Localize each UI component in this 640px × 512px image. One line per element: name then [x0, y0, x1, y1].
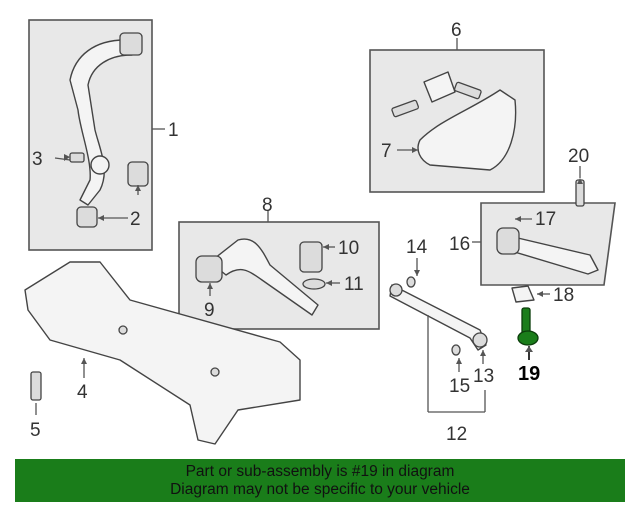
lower-link-bushing-10: [299, 241, 323, 273]
upper-arm-part: [417, 89, 517, 171]
washer-15: [451, 344, 461, 356]
callout-1[interactable]: 1: [168, 120, 179, 141]
banner-line-2: Diagram may not be specific to your vehi…: [170, 481, 470, 498]
lower-link-group: [178, 210, 380, 330]
knuckle-bushing-side: [127, 161, 149, 187]
bushing-18: [511, 285, 535, 303]
callout-20[interactable]: 20: [568, 146, 589, 167]
upper-arm-bolt-a: [391, 99, 420, 118]
knuckle-hub: [90, 155, 110, 175]
knuckle-part: [69, 39, 133, 206]
banner-line-1: Part or sub-assembly is #19 in diagram: [185, 463, 455, 480]
callout-17[interactable]: 17: [535, 209, 556, 230]
info-banner: Part or sub-assembly is #19 in diagram D…: [15, 459, 625, 502]
washer-14: [406, 276, 416, 288]
subframe-part: [24, 261, 301, 445]
knuckle-bushing-top: [119, 32, 143, 56]
callout-12[interactable]: 12: [446, 424, 467, 445]
lower-link-bushing: [195, 255, 223, 283]
callout-15[interactable]: 15: [449, 376, 470, 397]
lateral-link-end-b: [472, 332, 488, 348]
callout-10[interactable]: 10: [338, 238, 359, 259]
callout-6[interactable]: 6: [451, 20, 462, 41]
callout-3[interactable]: 3: [32, 149, 43, 170]
callout-8[interactable]: 8: [262, 195, 273, 216]
rear-link-bushing: [496, 227, 520, 255]
callout-16[interactable]: 16: [449, 234, 470, 255]
rear-link-group: [472, 202, 616, 286]
callout-14[interactable]: 14: [406, 237, 428, 258]
upper-arm-bracket: [423, 71, 456, 103]
callout-4[interactable]: 4: [77, 382, 88, 403]
lateral-link-group: [389, 258, 488, 413]
callout-13[interactable]: 13: [473, 366, 494, 387]
callout-19[interactable]: 19: [518, 363, 540, 385]
lower-link-part: [209, 238, 319, 316]
callout-9[interactable]: 9: [204, 300, 215, 321]
lateral-link-part: [389, 284, 487, 351]
lateral-link-end-a: [389, 283, 403, 297]
callout-2[interactable]: 2: [130, 209, 141, 230]
bolt-3-part: [69, 152, 85, 163]
knuckle-bushing-bottom: [76, 206, 98, 228]
callout-11[interactable]: 11: [344, 274, 364, 295]
knuckle-group: [28, 19, 165, 251]
upper-arm-group: [369, 38, 545, 193]
callout-7[interactable]: 7: [381, 141, 392, 162]
callout-5[interactable]: 5: [30, 420, 41, 441]
lower-link-washer-11: [302, 278, 326, 290]
upper-arm-bolt-b: [453, 81, 482, 100]
bolt-5-part: [30, 371, 42, 401]
highlighted-bolt-19[interactable]: [517, 307, 539, 360]
subframe-hole-a: [118, 325, 128, 335]
subframe-group: [24, 261, 301, 445]
callout-18[interactable]: 18: [553, 285, 574, 306]
subframe-hole-b: [210, 367, 220, 377]
